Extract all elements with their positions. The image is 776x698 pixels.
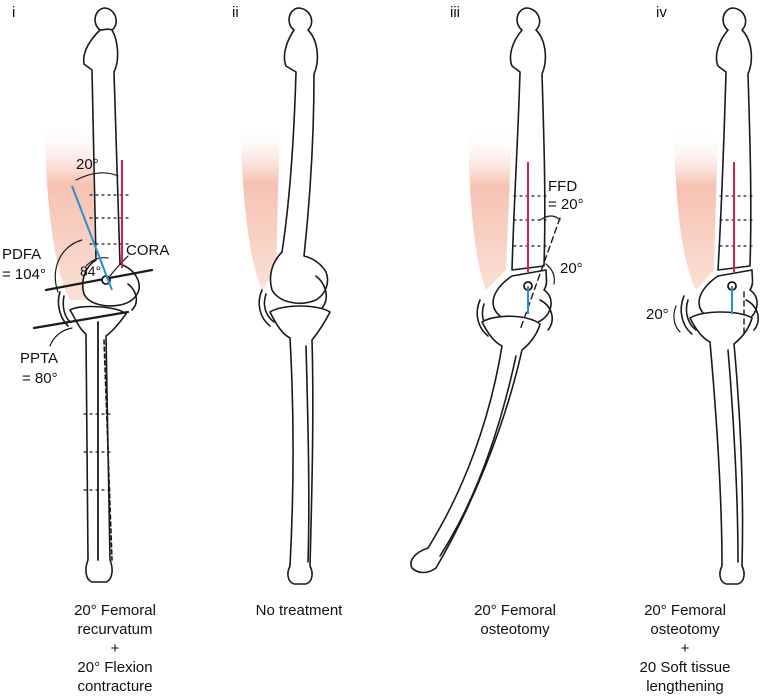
caption-line: 20° Flexion [77, 659, 153, 676]
caption-line: 20° Femoral [474, 602, 556, 619]
panel-i-tibial-axis [71, 185, 113, 291]
panel-iii-drawing [410, 7, 561, 574]
panel-i-ppta-value: = 80° [22, 370, 58, 387]
panel-iv-angle: 20° [646, 306, 669, 323]
caption-line: 20° Femoral [74, 602, 156, 619]
panel-ii-soft-tissue [240, 124, 280, 290]
panel-iii-label: iii [450, 4, 460, 21]
panel-iii-ffd-value: = 20° [548, 196, 584, 213]
panel-i-cora-label: CORA [126, 242, 170, 259]
caption-line: recurvatum [77, 621, 153, 638]
caption-line: No treatment [255, 602, 343, 619]
panel-i-ppta-line [32, 310, 130, 330]
panel-iv-caption: 20° Femoral osteotomy + 20 Soft tissue l… [600, 601, 770, 696]
caption-line: contracture [77, 678, 153, 695]
panel-i-angle-84: 84° [80, 263, 102, 279]
caption-line: + [680, 640, 690, 657]
panel-iii-ffd-label: FFD [548, 178, 578, 195]
caption-line: 20 Soft tissue [639, 659, 731, 676]
panel-ii-femur [269, 7, 329, 304]
panel-iv-drawing [673, 7, 759, 585]
caption-line: + [110, 640, 120, 657]
panel-ii-caption: No treatment [214, 601, 384, 620]
panel-iv-femur [715, 7, 753, 271]
panel-i-caption: 20° Femoral recurvatum + 20° Flexion con… [30, 601, 200, 696]
panel-iv-label: iv [656, 4, 667, 21]
caption-line: 20° Femoral [644, 602, 726, 619]
panel-i-ppta-label: PPTA [20, 350, 59, 367]
caption-line: osteotomy [480, 621, 550, 638]
panel-iv-soft-tissue [674, 130, 718, 290]
panel-i-angle-top: 20° [76, 156, 99, 173]
panel-iii-angle: 20° [560, 260, 583, 277]
caption-line: lengthening [646, 678, 724, 695]
panel-i-drawing [32, 7, 154, 583]
panel-i-femur [81, 7, 140, 307]
panel-i-pdfa-value: = 104° [2, 266, 46, 283]
panel-ii-label: ii [232, 4, 239, 21]
panel-ii-drawing [240, 7, 331, 585]
panel-iii-femur [509, 7, 547, 271]
panel-i-pdfa-line [44, 268, 154, 292]
panel-iv-tibia [689, 311, 753, 585]
panel-i-pdfa-label: PDFA [2, 246, 42, 263]
panel-iii-tibia [410, 315, 541, 574]
panel-i-label: i [12, 4, 16, 21]
panel-ii-tibia [269, 305, 331, 585]
panel-i-soft-tissue [44, 122, 96, 300]
caption-line: osteotomy [650, 621, 720, 638]
panel-iii-caption: 20° Femoral osteotomy [430, 601, 600, 639]
panel-iii-soft-tissue [468, 130, 512, 290]
